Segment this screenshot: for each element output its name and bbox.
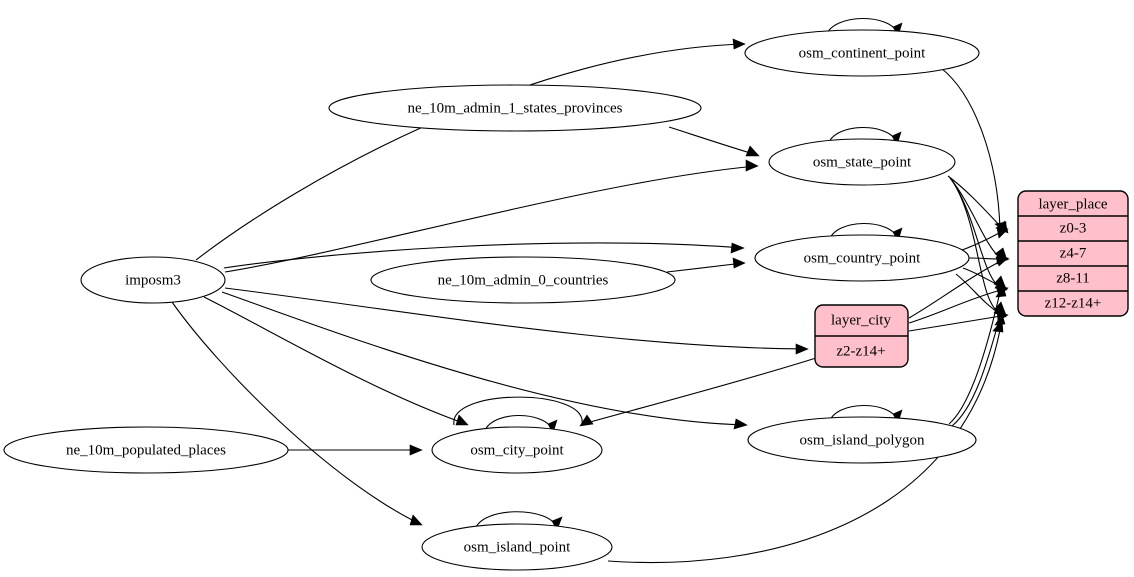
edge-osm-state-point-to-layer-place-z0-3 [947,175,1003,229]
arrow-imposm3-osm-island-polygon [733,418,748,430]
arrow-imposm3-osm-island-point [409,514,423,526]
arrow-imposm3-osm-country-point [730,242,745,254]
record-node-layer-place[interactable]: layer_place z0-3 z4-7 z8-11 z12-z14+ [1017,190,1129,317]
arrow-crossover-osm-city-point [579,414,594,427]
edge-osm-island-polygon-to-layer-place-z8-11 [948,291,1001,425]
edge-imposm3-to-osm-island-point [171,301,421,525]
arrow-osm-island-point-layer-place-z12-z14-b [992,319,1004,333]
node-ne-10m-populated-places[interactable]: ne_10m_populated_places [3,426,289,474]
edge-osm-continent-point-to-layer-place-z0-3 [940,67,1001,231]
arrow-imposm3-osm-city-point [455,414,469,426]
edge-layer-city-to-layer-place-z12-z14 [908,315,1002,332]
edge-imposm3-to-osm-state-point [224,165,758,273]
arrow-ne-admin0-osm-country-point [732,257,746,269]
edge-layer-city-to-layer-place-z8-11 [908,289,1002,324]
nodes-layer: imposm3 ne_10m_admin_1_states_provinces … [3,29,1129,571]
edge-crossover-to-osm-city-point [582,357,817,425]
node-osm-island-polygon[interactable]: osm_island_polygon [747,416,977,464]
arrow-imposm3-layer-city [795,343,809,355]
edge-osm-island-polygon-to-layer-place-z12-z14 [951,319,1000,427]
record-node-layer-city[interactable]: layer_city z2-z14+ [814,304,909,368]
edges-layer [171,18,1010,564]
arrow-osm-island-polygon-layer-place-z8-11 [995,285,1007,298]
arrow-layer-city-layer-place-z4-7 [995,256,1009,267]
edge-osm-city-point-outer-arc [453,396,583,426]
edge-ne-admin0-to-osm-country-point [666,262,744,273]
arrow-imposm3-osm-state-point [745,159,759,172]
node-osm-city-point[interactable]: osm_city_point [431,426,603,474]
node-ne-10m-admin-0-countries[interactable]: ne_10m_admin_0_countries [370,256,676,304]
edge-imposm3-to-layer-city [224,287,807,350]
edge-osm-state-point-to-layer-place-z12-z14 [951,179,999,313]
edge-osm-state-point-to-layer-place-z8-11 [950,178,999,287]
arrow-ne-populated-osm-city-point [409,444,423,456]
node-imposm3[interactable]: imposm3 [80,256,226,304]
edge-imposm3-to-osm-city-point [203,296,467,425]
edge-imposm3-to-osm-continent-point [195,43,746,261]
edge-imposm3-to-osm-country-point [223,242,744,269]
edge-osm-island-point-to-layer-place-z12-z14 [607,329,1001,564]
arrow-ne-admin1-osm-state-point [745,145,760,157]
edge-osm-country-point-to-layer-place-z12-z14 [955,273,1000,314]
node-osm-country-point[interactable]: osm_country_point [754,234,970,282]
edge-imposm3-to-osm-island-polygon [221,291,746,426]
edge-osm-country-point-to-layer-place-z0-3 [961,231,1002,251]
node-ne-10m-admin-1-states-provinces[interactable]: ne_10m_admin_1_states_provinces [328,84,702,132]
node-osm-island-point[interactable]: osm_island_point [421,523,613,571]
edge-ne-admin1-to-osm-state-point [668,126,758,156]
node-osm-state-point[interactable]: osm_state_point [768,138,956,186]
arrow-osm-country-point-layer-place-z0-3 [996,227,1009,239]
node-osm-continent-point[interactable]: osm_continent_point [744,29,980,77]
edge-layer-city-to-layer-place-z4-7 [908,260,1002,319]
arrow-imposm3-osm-continent-point [732,38,746,50]
